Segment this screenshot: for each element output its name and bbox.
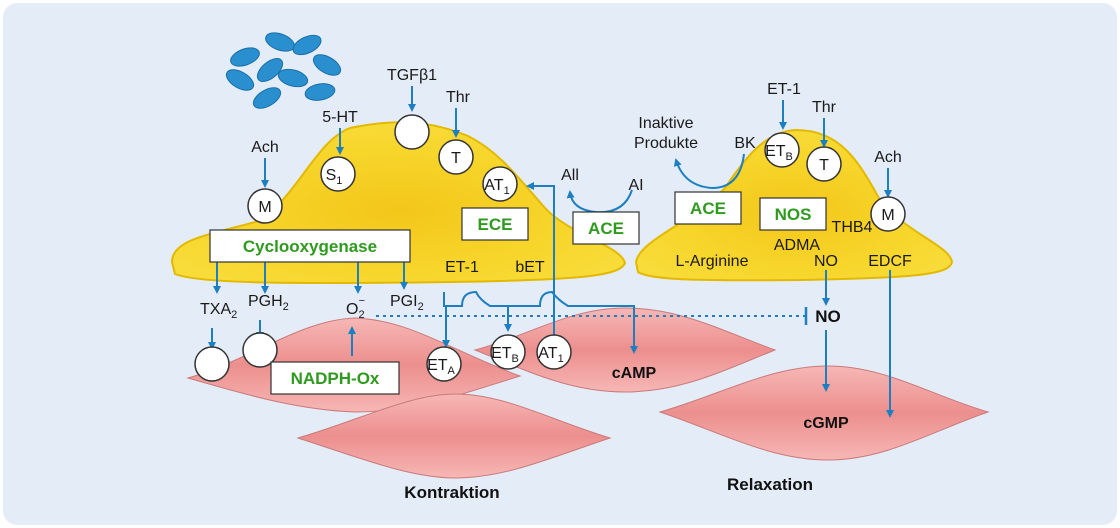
svg-text:AT1: AT1	[484, 177, 509, 197]
svg-text:ADMA: ADMA	[774, 237, 821, 254]
svg-text:T: T	[819, 157, 829, 174]
smooth-muscle-cell-3	[473, 307, 777, 393]
svg-text:TGFβ1: TGFβ1	[387, 67, 437, 84]
receptor-m-right	[870, 196, 906, 232]
receptor-at1-bottom	[536, 334, 572, 370]
svg-text:L-Arginine: L-Arginine	[676, 253, 749, 270]
svg-text:M: M	[881, 207, 894, 224]
svg-text:ET-1: ET-1	[445, 259, 479, 276]
svg-text:THB4: THB4	[832, 219, 873, 236]
svg-text:BK: BK	[734, 135, 756, 152]
svg-text:Relaxation: Relaxation	[727, 475, 813, 494]
svg-text:TXA2: TXA2	[200, 301, 237, 321]
receptor-t-left	[438, 139, 474, 175]
receptor-at1-top	[482, 166, 518, 202]
receptor-txa-empty	[194, 346, 230, 382]
svg-text:PGI2: PGI2	[390, 293, 424, 313]
svg-text:NO: NO	[815, 307, 841, 326]
text-labels: Ach 5-HT TGFβ1 Thr All AI Inaktive Produ…	[200, 67, 912, 502]
svg-text:ETB: ETB	[491, 345, 519, 365]
receptor-eta	[426, 346, 462, 382]
smooth-muscle-cell-4	[658, 365, 990, 461]
nadph-ox-box: NADPH-Ox	[291, 369, 380, 388]
platelet-cluster-icon	[225, 32, 342, 109]
receptor-etb-bottom	[490, 334, 526, 370]
svg-text:Thr: Thr	[446, 89, 471, 106]
svg-text:bET: bET	[515, 259, 545, 276]
receptor-pgh-empty	[242, 332, 278, 368]
svg-text:S1: S1	[326, 167, 343, 187]
arrows	[208, 86, 894, 418]
svg-text:AI: AI	[628, 177, 643, 194]
svg-text:T: T	[451, 150, 461, 167]
svg-text:Produkte: Produkte	[634, 135, 698, 152]
receptor-labels: M S1 T AT1 ETB T M ETA ETB AT1	[258, 143, 894, 377]
cyclooxygenase-box: Cyclooxygenase	[243, 237, 377, 256]
svg-text:cAMP: cAMP	[612, 365, 657, 382]
receptor-etb-top	[764, 132, 800, 168]
svg-text:ETA: ETA	[427, 357, 455, 377]
svg-text:ET-1: ET-1	[767, 81, 801, 98]
svg-text:Kontraktion: Kontraktion	[404, 483, 499, 502]
enzyme-boxes: Cyclooxygenase ECE ACE ACE NOS NADPH-Ox	[209, 191, 827, 395]
nos-box: NOS	[775, 205, 812, 224]
receptor-s1	[320, 156, 356, 192]
smooth-muscle-cell-2	[296, 393, 612, 479]
svg-text:Thr: Thr	[812, 99, 837, 116]
svg-text:Ach: Ach	[251, 139, 279, 156]
receptor-m-left	[247, 188, 283, 224]
svg-text:Inaktive: Inaktive	[638, 115, 693, 132]
svg-text:5-HT: 5-HT	[322, 109, 358, 126]
ace-right-box: ACE	[690, 199, 726, 218]
svg-text:ETB: ETB	[765, 143, 793, 163]
svg-text:cGMP: cGMP	[803, 415, 849, 432]
ace-mid-box: ACE	[588, 219, 624, 238]
svg-text:PGH2: PGH2	[248, 293, 289, 313]
svg-text:Ach: Ach	[874, 149, 902, 166]
svg-text:O2−: O2−	[346, 295, 365, 321]
svg-text:EDCF: EDCF	[868, 253, 912, 270]
svg-text:All: All	[561, 167, 579, 184]
svg-text:AT1: AT1	[538, 345, 563, 365]
svg-text:M: M	[258, 199, 271, 216]
receptor-tgf	[394, 114, 430, 150]
receptor-circles	[194, 114, 906, 382]
svg-text:NO: NO	[814, 253, 838, 270]
ece-box: ECE	[478, 215, 513, 234]
receptor-t-right	[806, 146, 842, 182]
